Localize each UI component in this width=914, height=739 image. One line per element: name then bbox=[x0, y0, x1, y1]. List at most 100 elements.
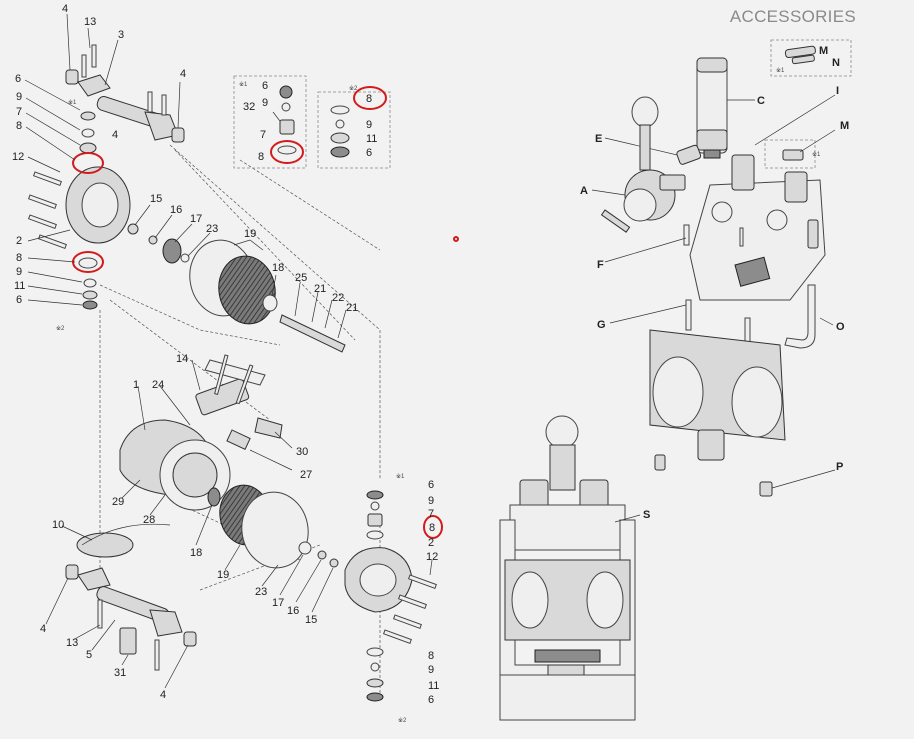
callout-19: 19 bbox=[217, 569, 229, 581]
kit-box-1: ※1 bbox=[233, 75, 307, 169]
kit1-mark-c: ※1 bbox=[68, 99, 77, 106]
kit1-mark-b: ※1 bbox=[396, 473, 405, 480]
kit-box-2: ※2 bbox=[317, 85, 391, 169]
shaft-and-diaphragm-right bbox=[207, 484, 339, 569]
callout-6: 6 bbox=[16, 294, 22, 306]
highlight-ring bbox=[423, 515, 443, 539]
part-callouts: 4 13 3 4 6 9 4 7 8 12 2 8 9 11 bbox=[12, 3, 439, 706]
callout-31: 31 bbox=[114, 667, 126, 679]
callout-16: 16 bbox=[287, 605, 299, 617]
kit1-mark-d: ※1 bbox=[812, 151, 821, 158]
accessory-label-M-box: M bbox=[819, 45, 828, 57]
callout-19: 19 bbox=[244, 228, 256, 240]
callout-11: 11 bbox=[366, 133, 377, 145]
callout-21: 21 bbox=[314, 283, 326, 295]
callout-28: 28 bbox=[143, 514, 155, 526]
accessory-label-P: P bbox=[836, 461, 843, 473]
callout-9: 9 bbox=[16, 266, 22, 278]
accessory-label-G: G bbox=[597, 319, 606, 331]
accessory-label-S: S bbox=[643, 509, 650, 521]
center-body-assembly bbox=[119, 354, 283, 511]
callout-6: 6 bbox=[428, 694, 434, 706]
callout-8: 8 bbox=[16, 120, 22, 132]
highlight-ring bbox=[72, 152, 104, 174]
callout-22: 22 bbox=[332, 292, 344, 304]
accessory-pump-right: F G O P bbox=[597, 224, 845, 497]
callout-17: 17 bbox=[272, 597, 284, 609]
callout-25: 25 bbox=[295, 272, 307, 284]
callout-4: 4 bbox=[40, 623, 46, 635]
callout-16: 16 bbox=[170, 204, 182, 216]
callout-6: 6 bbox=[428, 479, 434, 491]
callout-12: 12 bbox=[12, 151, 24, 163]
right-outer-chamber bbox=[344, 547, 437, 644]
callout-7: 7 bbox=[428, 508, 434, 520]
callout-10: 10 bbox=[52, 519, 64, 531]
accessory-label-C: C bbox=[757, 95, 765, 107]
highlighted-part-8 bbox=[72, 86, 459, 539]
highlight-ring bbox=[270, 140, 304, 164]
callout-2: 2 bbox=[16, 235, 22, 247]
callout-27: 27 bbox=[300, 469, 312, 481]
callout-15: 15 bbox=[150, 193, 162, 205]
kit1-mark-e: ※1 bbox=[776, 67, 785, 74]
accessory-label-E: E bbox=[595, 133, 602, 145]
callout-15: 15 bbox=[305, 614, 317, 626]
callout-23: 23 bbox=[206, 223, 218, 235]
accessory-label-O: O bbox=[836, 321, 845, 333]
callout-4: 4 bbox=[112, 129, 118, 141]
callout-18: 18 bbox=[190, 547, 202, 559]
callout-9: 9 bbox=[428, 495, 434, 507]
callout-7: 7 bbox=[16, 106, 22, 118]
accessory-label-I: I bbox=[836, 85, 839, 97]
accessory-label-F: F bbox=[597, 259, 604, 271]
callout-24: 24 bbox=[152, 379, 164, 391]
callout-8: 8 bbox=[428, 650, 434, 662]
accessory-pump-frame: S bbox=[499, 415, 650, 721]
callout-18: 18 bbox=[272, 262, 284, 274]
highlight-ring bbox=[353, 86, 387, 110]
callout-23: 23 bbox=[255, 586, 267, 598]
callout-9: 9 bbox=[366, 119, 372, 131]
callout-2: 2 bbox=[428, 537, 434, 549]
highlight-dot bbox=[453, 236, 459, 242]
kit-box-right-lower: ※2 bbox=[366, 647, 407, 724]
accessory-gauge-regulator: A bbox=[580, 96, 686, 233]
accessory-filter-regulator: C E bbox=[595, 57, 765, 165]
kit-box-right-upper: ※1 bbox=[366, 473, 405, 540]
callout-29: 29 bbox=[112, 496, 124, 508]
callout-13: 13 bbox=[66, 637, 78, 649]
top-manifold-assembly bbox=[65, 44, 185, 154]
callout-4: 4 bbox=[160, 689, 166, 701]
callout-17: 17 bbox=[190, 213, 202, 225]
callout-32: 32 bbox=[243, 101, 255, 113]
callout-6: 6 bbox=[15, 73, 21, 85]
callout-8: 8 bbox=[366, 93, 372, 105]
callout-11: 11 bbox=[428, 680, 439, 692]
shaft-and-diaphragm-left bbox=[127, 223, 346, 353]
accessory-label-N: N bbox=[832, 57, 840, 69]
callout-6: 6 bbox=[262, 80, 268, 92]
callout-9: 9 bbox=[428, 664, 434, 676]
callout-9: 9 bbox=[262, 97, 268, 109]
accessory-label-M: M bbox=[840, 120, 849, 132]
kit1-mark: ※1 bbox=[239, 81, 248, 88]
callout-8: 8 bbox=[429, 522, 435, 534]
callout-3: 3 bbox=[118, 29, 124, 41]
bottom-manifold-assembly bbox=[65, 523, 197, 671]
callout-8: 8 bbox=[16, 252, 22, 264]
callout-12: 12 bbox=[426, 551, 438, 563]
callout-9: 9 bbox=[16, 91, 22, 103]
callout-21: 21 bbox=[346, 302, 358, 314]
callout-6: 6 bbox=[366, 147, 372, 159]
callout-30: 30 bbox=[296, 446, 308, 458]
kit2-mark-c: ※2 bbox=[56, 325, 65, 332]
accessory-label-A: A bbox=[580, 185, 588, 197]
accessories-title: ACCESSORIES bbox=[729, 7, 856, 26]
callout-13: 13 bbox=[84, 16, 96, 28]
callout-4: 4 bbox=[62, 3, 68, 15]
left-outer-chamber bbox=[27, 166, 131, 310]
kit2-mark-b: ※2 bbox=[398, 717, 407, 724]
